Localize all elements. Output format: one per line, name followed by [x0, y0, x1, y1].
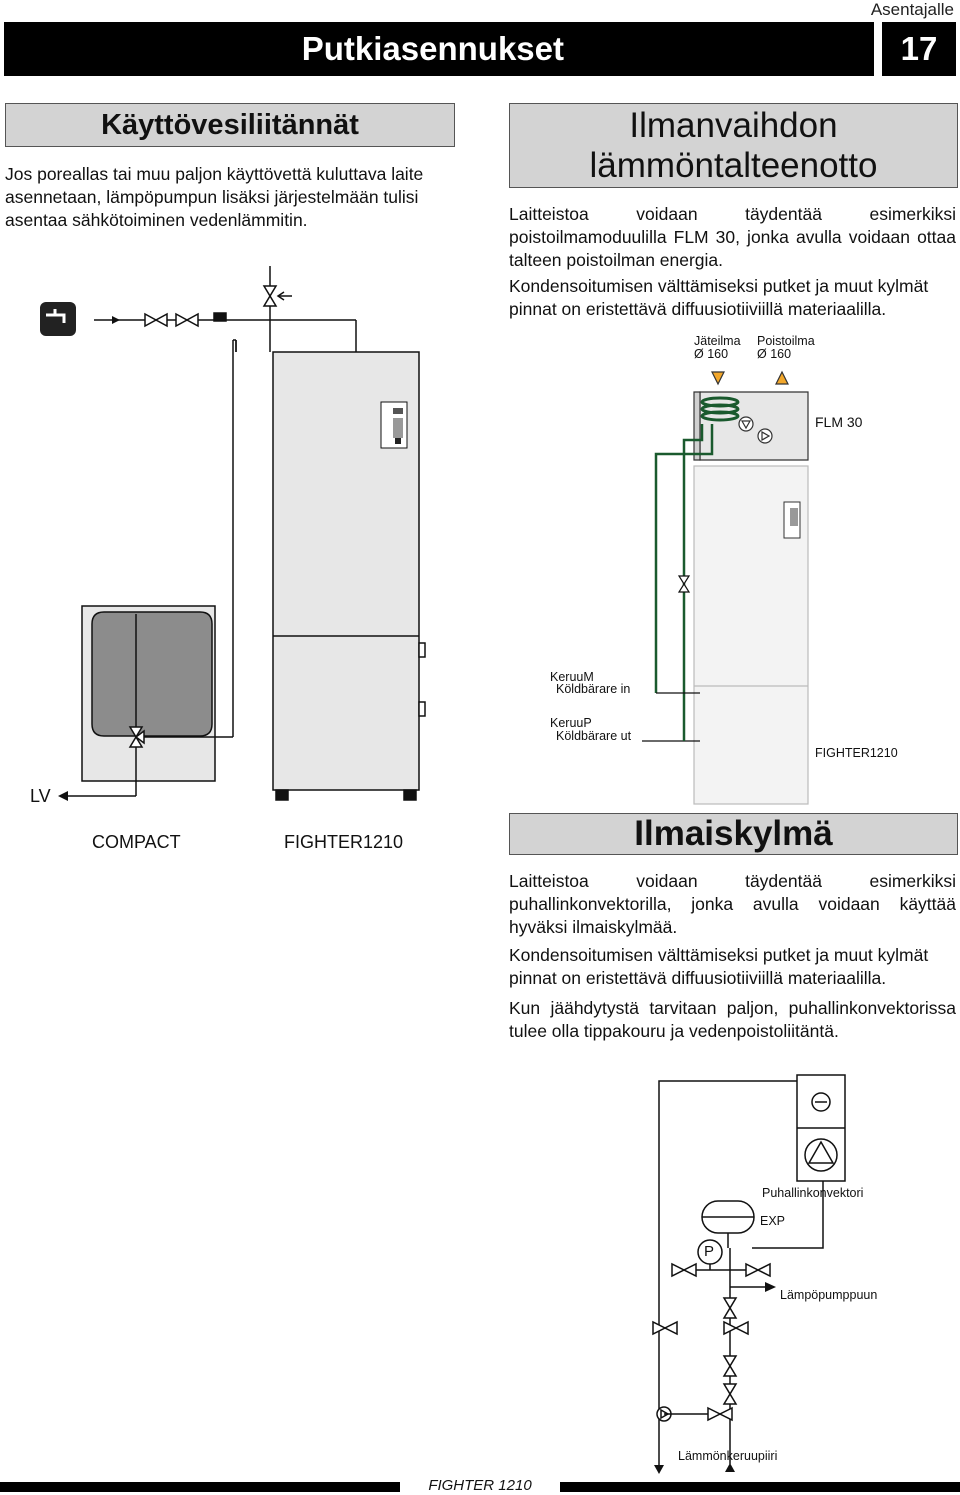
- page-title: Putkiasennukset: [301, 30, 564, 67]
- label-fan-convector: Puhallinkonvektori: [762, 1186, 864, 1200]
- ventilation-para-2: Kondensoitumisen välttämiseksi putket ja…: [509, 276, 929, 319]
- label-flm30: FLM 30: [815, 414, 863, 430]
- cooling-para-2: Kondensoitumisen välttämiseksi putket ja…: [509, 945, 929, 988]
- valve-icon: [671, 1262, 771, 1278]
- cooling-diagram: [652, 1074, 846, 1474]
- label-exhaust-air: Jäteilma: [694, 334, 741, 348]
- label-compact: COMPACT: [92, 832, 181, 852]
- valve-icon: [144, 312, 199, 328]
- footer-bar-right: [560, 1482, 960, 1492]
- domestic-water-diagram: [40, 266, 426, 801]
- header-bar: [4, 22, 874, 76]
- heat-exchanger-coil: [700, 396, 740, 422]
- section-heading-ventilation: Ilmanvaihdon lämmöntalteenotto: [509, 103, 958, 188]
- valve-icon: [677, 575, 691, 593]
- label-collector-out-sv: Köldbärare ut: [556, 729, 632, 740]
- label-heating-circuit: Lämmönkeruupiiri: [678, 1449, 778, 1463]
- label-exp: EXP: [760, 1214, 786, 1228]
- label-fighter-right: FIGHTER1210: [815, 746, 898, 760]
- ventilation-heading-line1: Ilmanvaihdon: [629, 105, 838, 145]
- label-fighter-left: FIGHTER1210: [284, 832, 404, 852]
- ventilation-diagram: [642, 370, 809, 805]
- safety-valve-icon: [262, 285, 292, 307]
- page-number: 17: [882, 22, 956, 76]
- ventilation-para-1: Laitteistoa voidaan täydentää esimerkiks…: [509, 204, 956, 270]
- page-title-wrap: Putkiasennukset: [4, 22, 864, 76]
- label-collector-in: KeruuM: [550, 670, 594, 684]
- audience-label: Asentajalle: [870, 0, 954, 19]
- label-extract-air-size: Ø 160: [757, 347, 792, 361]
- footer-bar-left: [0, 1482, 400, 1492]
- cooling-para-3: Kun jäähdytystä tarvitaan paljon, puhall…: [509, 998, 956, 1041]
- label-collector-in-sv: Köldbärare in: [556, 682, 631, 693]
- section-heading-cooling: Ilmaiskylmä: [509, 813, 958, 855]
- brine-pipes: [654, 424, 714, 705]
- label-to-heat-pump: Lämpöpumppuun: [780, 1288, 878, 1302]
- ventilation-heading-line2: lämmöntalteenotto: [589, 145, 878, 185]
- tap-icon: [40, 302, 76, 336]
- label-extract-air: Poistoilma: [757, 334, 815, 348]
- label-lv: LV: [30, 786, 51, 806]
- valve-icon: [652, 1297, 749, 1405]
- label-exhaust-air-size: Ø 160: [694, 347, 729, 361]
- section-heading-domestic-water: Käyttövesiliitännät: [5, 103, 455, 147]
- label-p: P: [704, 1243, 715, 1260]
- cooling-para-1: Laitteistoa voidaan täydentää esimerkiks…: [509, 871, 956, 937]
- label-collector-out: KeruuP: [550, 716, 592, 730]
- footer-model: FIGHTER 1210: [428, 1477, 532, 1494]
- domestic-water-text: Jos poreallas tai muu paljon käyttövettä…: [5, 164, 424, 230]
